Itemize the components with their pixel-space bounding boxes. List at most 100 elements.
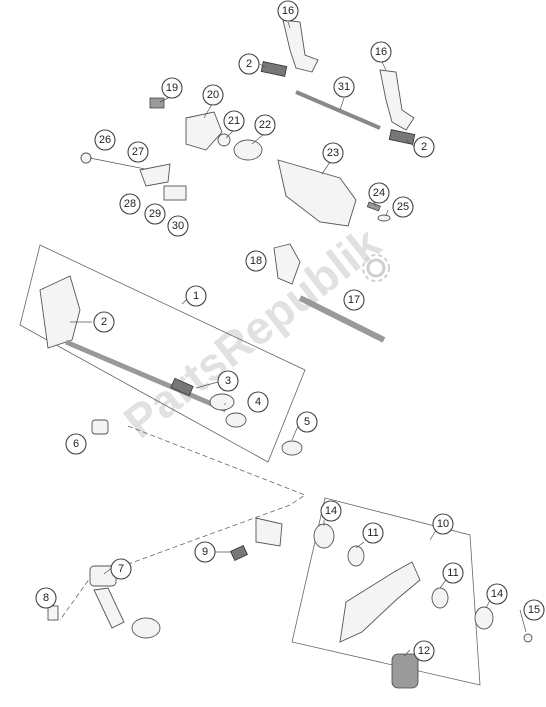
callout-number: 25 [397,201,409,213]
callout-1: 1 [185,285,207,307]
callout-number: 26 [99,134,111,146]
shift-star-part [185,111,223,151]
callout-number: 30 [172,220,184,232]
bushing-part [431,587,449,609]
callout-number: 16 [375,46,387,58]
callout-number: 9 [202,546,208,558]
callout-circle [167,215,189,237]
shift-shaft-part [65,339,227,413]
frame-shift-lever-assembly [291,497,481,686]
callout-number: 12 [418,645,430,657]
spring-part [170,377,194,397]
foot-shift-lever-part [339,561,421,643]
callout-circle [362,522,384,544]
callout-2: 2 [238,53,260,75]
callout-number: 2 [101,316,107,328]
callout-number: 23 [327,147,339,159]
callout-3: 3 [217,370,239,392]
oil-seal-part [281,440,303,456]
washer-part [313,523,335,549]
watermark-text: PartsRepublik [114,216,390,448]
spring-part [260,61,288,77]
callout-circle [320,500,342,522]
callout-circle [277,0,299,22]
callout-number: 2 [421,141,427,153]
washer-part [474,606,494,630]
ring-part [233,139,263,161]
callout-circle [254,114,276,136]
callout-circle [217,370,239,392]
callout-number: 6 [73,438,79,450]
callout-number: 1 [193,290,199,302]
spring-part [230,544,248,562]
callout-circle [368,182,390,204]
callout-circle [194,541,216,563]
callout-circle [245,250,267,272]
callout-24: 24 [368,182,390,204]
callout-number: 16 [282,5,294,17]
roller-part [163,185,187,201]
callout-number: 20 [207,89,219,101]
callout-19: 19 [161,77,183,99]
callout-number: 4 [255,396,261,408]
frame-dashed-linkage [59,425,306,621]
bushing-part [149,97,165,109]
callout-6: 6 [65,433,87,455]
callout-circle [119,193,141,215]
callout-circle [144,203,166,225]
callout-29: 29 [144,203,166,225]
callout-17: 17 [343,289,365,311]
parts [39,19,533,689]
callout-14: 14 [320,500,342,522]
callout-circle [333,76,355,98]
callout-10: 10 [432,513,454,535]
callout-7: 7 [110,558,132,580]
callout-30: 30 [167,215,189,237]
callout-circle [185,285,207,307]
ball-joint-part [131,617,161,639]
callout-27: 27 [127,141,149,163]
callout-12: 12 [413,640,435,662]
callout-circle [413,136,435,158]
callout-21: 21 [223,110,245,132]
callout-number: 7 [118,563,124,575]
callout-number: 19 [166,82,178,94]
callout-14: 14 [486,583,508,605]
fork-rod-part [298,295,386,343]
bolt-part [47,605,59,621]
callout-number: 3 [225,375,231,387]
callout-circle [223,110,245,132]
gear-icon [362,254,390,282]
callout-number: 11 [367,527,378,539]
callout-circle [442,562,464,584]
callout-28: 28 [119,193,141,215]
callout-22: 22 [254,114,276,136]
callout-16: 16 [277,0,299,22]
shift-fork-part [282,19,319,73]
callout-circle [370,41,392,63]
callout-circle [247,391,269,413]
callout-circle [238,53,260,75]
callout-15: 15 [523,599,545,621]
bolt-head-part [80,152,92,164]
bushing-part [347,545,365,567]
callout-circle [93,311,115,333]
callout-number: 24 [373,187,385,199]
callout-circle [161,77,183,99]
shift-lever-arm-part [93,587,125,629]
callout-31: 31 [333,76,355,98]
callout-11: 11 [442,562,464,584]
callout-circle [296,411,318,433]
screw-part [523,633,533,643]
callout-26: 26 [94,129,116,151]
callout-16: 16 [370,41,392,63]
callout-number: 5 [304,416,310,428]
callout-2: 2 [413,136,435,158]
callout-number: 8 [43,592,49,604]
callout-number: 14 [325,505,337,517]
callout-20: 20 [202,84,224,106]
callout-number: 2 [246,58,252,70]
callout-number: 17 [348,294,360,306]
callout-circle [392,196,414,218]
